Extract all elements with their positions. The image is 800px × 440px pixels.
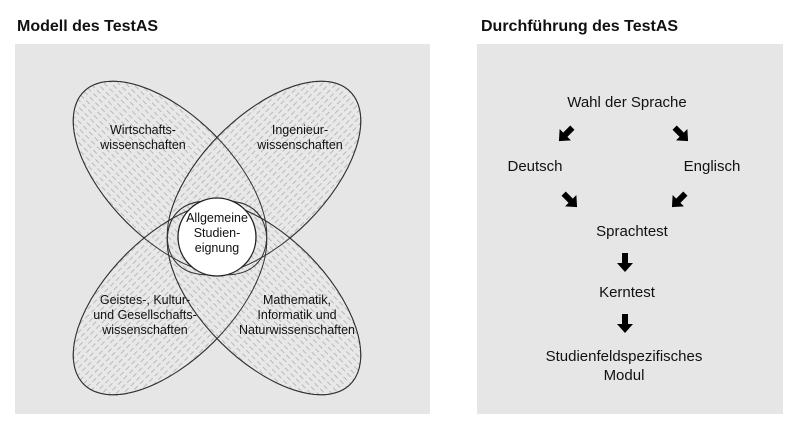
svg-text:Ingenieur-: Ingenieur- — [272, 123, 328, 137]
svg-text:wissenschaften: wissenschaften — [101, 323, 188, 337]
label-economics: Wirtschafts- wissenschaften — [99, 123, 186, 152]
procedure-panel — [477, 44, 783, 414]
step-german: Deutsch — [507, 158, 562, 175]
arrow-down-right-icon — [668, 121, 694, 147]
center-circle — [177, 197, 257, 277]
svg-text:Naturwissenschaften: Naturwissenschaften — [239, 323, 355, 337]
svg-text:eignung: eignung — [195, 241, 240, 255]
step-module: Studienfeldspezifisches Modul — [546, 348, 703, 384]
svg-text:Studienfeldspezifisches: Studienfeldspezifisches — [546, 348, 703, 365]
svg-text:Informatik und: Informatik und — [257, 308, 336, 322]
svg-text:Modul: Modul — [604, 367, 645, 384]
arrow-down-right-icon — [557, 187, 583, 213]
label-engineering: Ingenieur- wissenschaften — [256, 123, 343, 152]
arrow-down-icon — [617, 314, 633, 333]
label-general-aptitude: Allgemeine Studien- eignung — [186, 211, 248, 255]
svg-text:Mathematik,: Mathematik, — [263, 293, 331, 307]
label-humanities: Geistes-, Kultur- und Gesellschafts- wis… — [93, 293, 197, 337]
model-title: Modell des TestAS — [17, 18, 159, 35]
svg-text:Studien-: Studien- — [194, 226, 241, 240]
svg-text:Geistes-, Kultur-: Geistes-, Kultur- — [100, 293, 190, 307]
svg-text:Wirtschafts-: Wirtschafts- — [110, 123, 176, 137]
svg-text:wissenschaften: wissenschaften — [99, 138, 186, 152]
step-choose-language: Wahl der Sprache — [567, 94, 687, 111]
arrow-down-left-icon — [666, 187, 692, 213]
svg-text:Allgemeine: Allgemeine — [186, 211, 248, 225]
arrow-down-icon — [617, 253, 633, 272]
svg-text:wissenschaften: wissenschaften — [256, 138, 343, 152]
label-sciences: Mathematik, Informatik und Naturwissensc… — [239, 293, 355, 337]
procedure-title: Durchführung des TestAS — [481, 18, 679, 35]
svg-text:und Gesellschafts-: und Gesellschafts- — [93, 308, 197, 322]
arrow-down-left-icon — [553, 121, 579, 147]
step-english: Englisch — [684, 158, 741, 175]
step-core-test: Kerntest — [599, 284, 656, 301]
step-language-test: Sprachtest — [596, 223, 669, 240]
